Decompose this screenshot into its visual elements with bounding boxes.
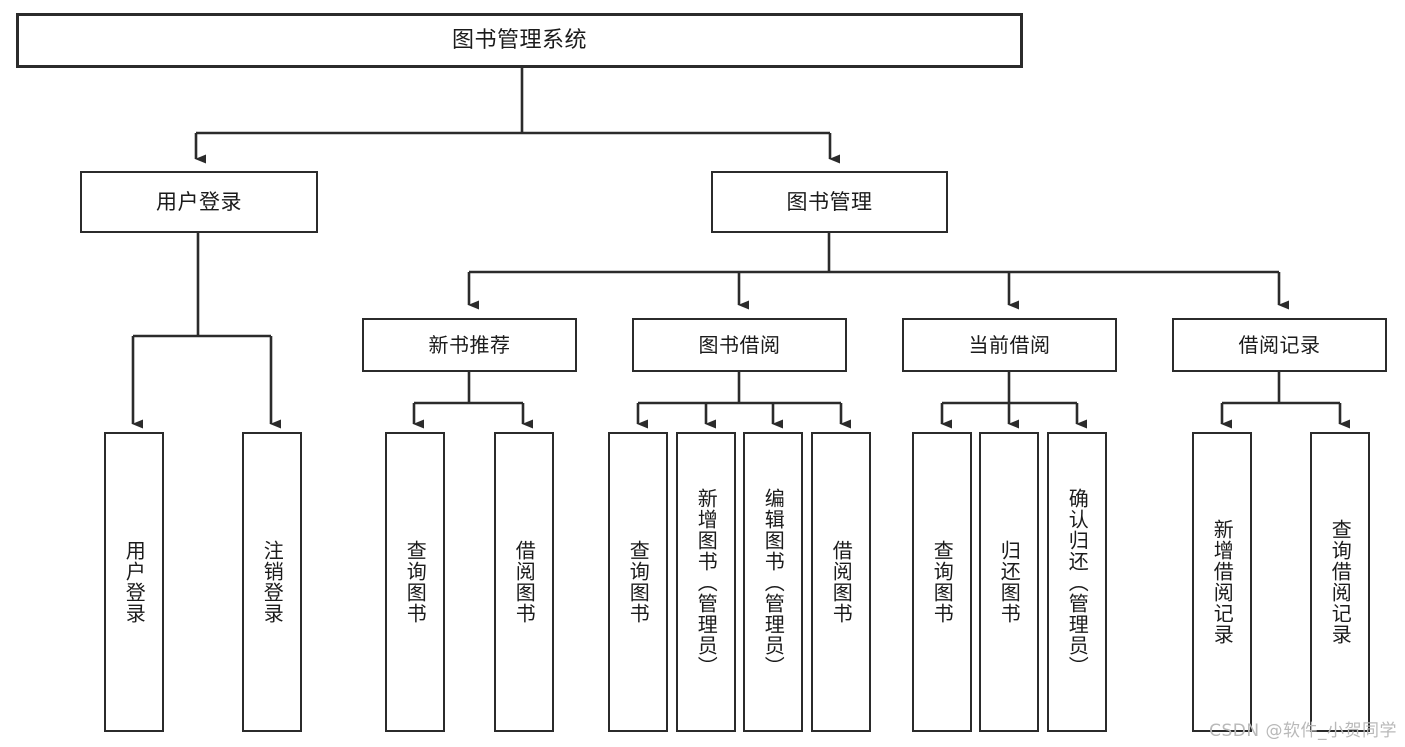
node-leaf-query-book-3[interactable]: 查询图书 [912, 432, 972, 732]
node-book-borrow-label: 图书借阅 [698, 332, 781, 357]
node-leaf-query-book-3-label: 查询图书 [930, 540, 955, 624]
node-leaf-query-book-2[interactable]: 查询图书 [608, 432, 668, 732]
node-leaf-add-record-label: 新增借阅记录 [1210, 519, 1235, 645]
node-root-label: 图书管理系统 [451, 27, 587, 53]
node-leaf-confirm-return-label: 确认归还（管理员） [1065, 487, 1090, 677]
node-borrow-record[interactable]: 借阅记录 [1172, 318, 1387, 372]
node-leaf-query-record[interactable]: 查询借阅记录 [1310, 432, 1370, 732]
node-current-borrow[interactable]: 当前借阅 [902, 318, 1117, 372]
node-leaf-borrow-book-2-label: 借阅图书 [829, 540, 854, 624]
node-user-login-label: 用户登录 [156, 189, 242, 214]
node-book-manage[interactable]: 图书管理 [711, 171, 948, 233]
node-leaf-query-book-1-label: 查询图书 [403, 540, 428, 624]
node-leaf-add-book[interactable]: 新增图书（管理员） [676, 432, 736, 732]
node-leaf-edit-book[interactable]: 编辑图书（管理员） [743, 432, 803, 732]
node-user-login[interactable]: 用户登录 [80, 171, 318, 233]
node-leaf-query-book-1[interactable]: 查询图书 [385, 432, 445, 732]
node-leaf-confirm-return[interactable]: 确认归还（管理员） [1047, 432, 1107, 732]
node-root[interactable]: 图书管理系统 [16, 13, 1023, 68]
node-leaf-query-book-2-label: 查询图书 [626, 540, 651, 624]
node-leaf-user-login[interactable]: 用户登录 [104, 432, 164, 732]
node-leaf-add-book-label: 新增图书（管理员） [694, 487, 719, 677]
node-leaf-query-record-label: 查询借阅记录 [1328, 519, 1353, 645]
node-leaf-edit-book-label: 编辑图书（管理员） [761, 487, 786, 677]
node-new-book-recommend[interactable]: 新书推荐 [362, 318, 577, 372]
node-leaf-user-logout[interactable]: 注销登录 [242, 432, 302, 732]
node-leaf-add-record[interactable]: 新增借阅记录 [1192, 432, 1252, 732]
node-leaf-borrow-book-2[interactable]: 借阅图书 [811, 432, 871, 732]
node-leaf-return-book-label: 归还图书 [997, 540, 1022, 624]
node-leaf-user-logout-label: 注销登录 [260, 540, 285, 624]
watermark-text: CSDN @软件_小贺同学 [1209, 721, 1397, 741]
node-borrow-record-label: 借阅记录 [1238, 332, 1321, 357]
node-leaf-user-login-label: 用户登录 [122, 540, 147, 624]
node-book-borrow[interactable]: 图书借阅 [632, 318, 847, 372]
node-leaf-borrow-book-1[interactable]: 借阅图书 [494, 432, 554, 732]
node-leaf-borrow-book-1-label: 借阅图书 [512, 540, 537, 624]
node-book-manage-label: 图书管理 [786, 189, 873, 214]
node-current-borrow-label: 当前借阅 [968, 332, 1051, 357]
node-new-book-recommend-label: 新书推荐 [428, 332, 511, 357]
node-leaf-return-book[interactable]: 归还图书 [979, 432, 1039, 732]
